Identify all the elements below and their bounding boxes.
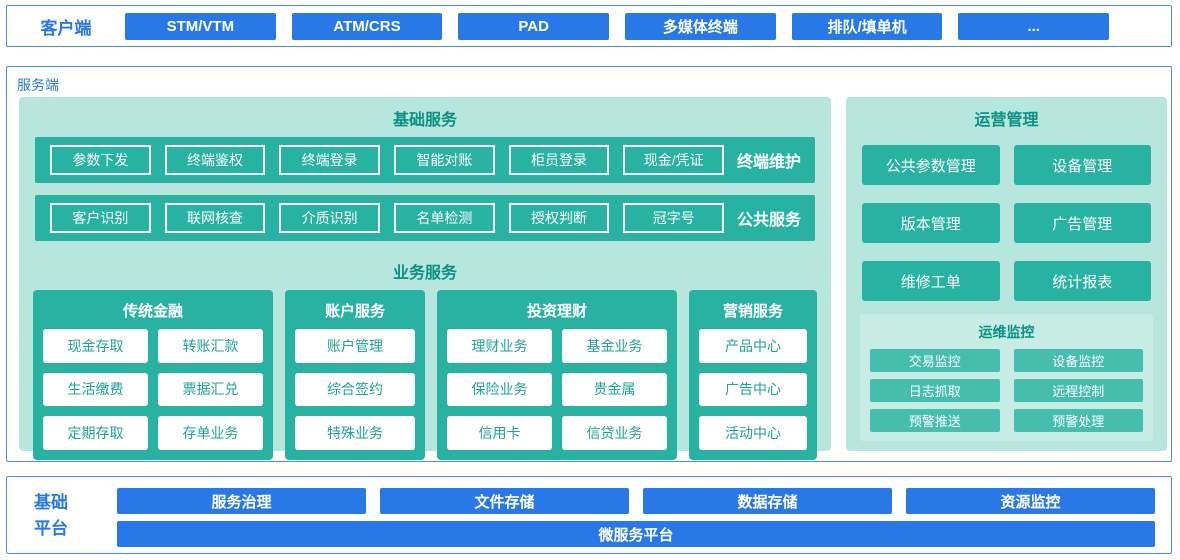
group-grid: 现金存取 转账汇款 生活缴费 票据汇兑 定期存取 存单业务 — [43, 329, 263, 450]
business-services-groups: 传统金融 现金存取 转账汇款 生活缴费 票据汇兑 定期存取 存单业务 账户服务 … — [33, 290, 817, 460]
monitor-block: 日志抓取 — [870, 379, 1000, 402]
group-title: 账户服务 — [324, 303, 385, 320]
platform-layer-label: 基础平台 — [34, 493, 68, 538]
business-card: 特殊业务 — [295, 416, 415, 450]
monitor-block: 设备监控 — [1013, 349, 1143, 372]
client-terminal-more: ... — [958, 12, 1110, 40]
ops-block: 广告管理 — [1013, 203, 1151, 243]
ops-block: 统计报表 — [1013, 261, 1151, 301]
business-card: 广告中心 — [699, 372, 807, 407]
client-terminal-queue-machine: 排队/填单机 — [791, 12, 943, 40]
business-card: 票据汇兑 — [158, 372, 263, 407]
service-block: 柜员登录 — [508, 145, 610, 175]
platform-layer: 基础平台 服务治理 文件存储 数据存储 资源监控 微服务平台 — [6, 476, 1172, 554]
platform-block: 资源监控 — [906, 488, 1155, 514]
operations-management-panel: 运营管理 公共参数管理 设备管理 版本管理 广告管理 维修工单 统计报表 运维监… — [846, 97, 1167, 451]
service-block: 终端登录 — [279, 145, 381, 175]
client-layer-label: 客户端 — [40, 18, 92, 38]
platform-blocks: 服务治理 文件存储 数据存储 资源监控 微服务平台 — [117, 488, 1155, 547]
business-card: 信贷业务 — [562, 416, 667, 450]
monitor-block: 远程控制 — [1013, 379, 1143, 402]
platform-block: 数据存储 — [643, 488, 892, 514]
service-block: 智能对账 — [394, 145, 495, 175]
operations-title: 运营管理 — [974, 112, 1039, 129]
business-services-title: 业务服务 — [392, 265, 457, 282]
group-traditional-finance: 传统金融 现金存取 转账汇款 生活缴费 票据汇兑 定期存取 存单业务 — [33, 290, 273, 460]
terminal-maintenance-row: 参数下发 终端鉴权 终端登录 智能对账 柜员登录 现金/凭证 终端维护 — [35, 137, 815, 183]
business-card: 存单业务 — [158, 416, 263, 450]
client-terminal-atm-crs: ATM/CRS — [291, 12, 443, 40]
ops-block: 设备管理 — [1013, 145, 1151, 185]
business-card: 生活缴费 — [43, 372, 148, 407]
service-block: 冠字号 — [623, 203, 725, 233]
business-card: 理财业务 — [447, 329, 552, 363]
client-layer: 客户端 STM/VTM ATM/CRS PAD 多媒体终端 排队/填单机 ... — [6, 5, 1172, 47]
operations-grid: 公共参数管理 设备管理 版本管理 广告管理 维修工单 统计报表 — [862, 145, 1151, 301]
group-title: 投资理财 — [526, 303, 587, 320]
basic-and-business-services-panel: 基础服务 参数下发 终端鉴权 终端登录 智能对账 柜员登录 现金/凭证 终端维护… — [19, 97, 831, 460]
ops-block: 版本管理 — [862, 203, 1000, 243]
business-card: 保险业务 — [447, 372, 552, 407]
group-title: 传统金融 — [122, 303, 183, 320]
terminal-maintenance-label: 终端维护 — [737, 154, 802, 171]
public-services-row: 客户识别 联网核查 介质识别 名单检测 授权判断 冠字号 公共服务 — [35, 195, 815, 241]
business-card: 基金业务 — [562, 329, 667, 363]
client-terminal-multimedia: 多媒体终端 — [625, 12, 776, 40]
business-card: 产品中心 — [699, 329, 807, 363]
server-layer: 服务端 基础服务 参数下发 终端鉴权 终端登录 智能对账 柜员登录 现金/凭证 … — [6, 66, 1172, 462]
service-block: 介质识别 — [279, 203, 381, 233]
service-block: 参数下发 — [50, 145, 151, 175]
service-block: 名单检测 — [394, 203, 495, 233]
business-card: 信用卡 — [447, 416, 552, 450]
microservice-platform-block: 微服务平台 — [117, 521, 1155, 547]
group-title: 营销服务 — [722, 303, 783, 320]
monitor-block: 预警处理 — [1013, 409, 1143, 432]
service-block: 现金/凭证 — [623, 145, 725, 175]
group-account-services: 账户服务 账户管理 综合签约 特殊业务 — [285, 290, 425, 460]
platform-block: 文件存储 — [380, 488, 629, 514]
ops-block: 公共参数管理 — [862, 145, 1000, 185]
public-services-label: 公共服务 — [737, 212, 802, 229]
monitor-block: 预警推送 — [870, 409, 1000, 432]
platform-top-row: 服务治理 文件存储 数据存储 资源监控 — [117, 488, 1155, 514]
server-layer-label: 服务端 — [17, 77, 59, 93]
client-terminal-pad: PAD — [458, 12, 610, 40]
service-block: 终端鉴权 — [164, 145, 266, 175]
service-block: 客户识别 — [50, 203, 151, 233]
business-card: 账户管理 — [295, 329, 415, 363]
monitoring-panel: 运维监控 交易监控 设备监控 日志抓取 远程控制 预警推送 预警处理 — [860, 314, 1153, 441]
group-grid: 产品中心 广告中心 活动中心 — [699, 329, 807, 450]
monitoring-grid: 交易监控 设备监控 日志抓取 远程控制 预警推送 预警处理 — [870, 349, 1143, 432]
client-terminal-stm-vtm: STM/VTM — [125, 12, 276, 40]
business-card: 综合签约 — [295, 372, 415, 407]
service-block: 联网核查 — [164, 203, 266, 233]
business-card: 定期存取 — [43, 416, 148, 450]
business-card: 现金存取 — [43, 329, 148, 363]
group-investment: 投资理财 理财业务 基金业务 保险业务 贵金属 信用卡 信贷业务 — [437, 290, 677, 460]
business-card: 贵金属 — [562, 372, 667, 407]
service-block: 授权判断 — [508, 203, 610, 233]
group-marketing-services: 营销服务 产品中心 广告中心 活动中心 — [689, 290, 817, 460]
monitoring-title: 运维监控 — [978, 324, 1035, 340]
basic-services-title: 基础服务 — [392, 112, 457, 129]
ops-block: 维修工单 — [862, 261, 1000, 301]
business-card: 活动中心 — [699, 416, 807, 450]
business-card: 转账汇款 — [158, 329, 263, 363]
group-grid: 账户管理 综合签约 特殊业务 — [295, 329, 415, 450]
platform-block: 服务治理 — [117, 488, 366, 514]
monitor-block: 交易监控 — [870, 349, 1000, 372]
client-terminals-row: STM/VTM ATM/CRS PAD 多媒体终端 排队/填单机 ... — [125, 12, 1171, 40]
group-grid: 理财业务 基金业务 保险业务 贵金属 信用卡 信贷业务 — [447, 329, 667, 450]
